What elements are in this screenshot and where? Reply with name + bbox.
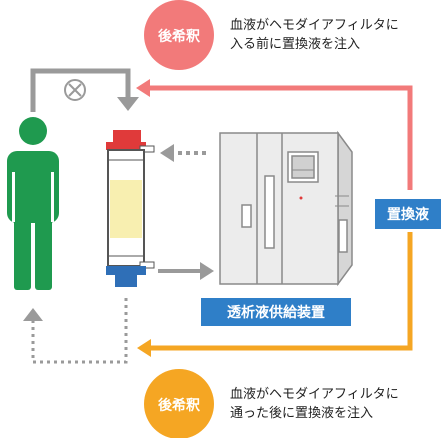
pre-dilution-desc-line1: 血液がヘモダイアフィルタに	[230, 18, 399, 33]
blood-out-arrowhead	[117, 97, 139, 111]
pre-dilution-desc-line2: 入る前に置換液を注入	[230, 37, 361, 52]
blood-return-arrowhead	[23, 308, 43, 321]
post-dilution-desc-line2: 通った後に置換液を注入	[230, 406, 374, 421]
dialysate-out-arrowhead	[200, 262, 214, 280]
machine-icon	[219, 130, 353, 287]
blood-out-line	[30, 68, 131, 112]
post-dilution-arrowhead	[137, 339, 151, 357]
dialysate-device-label: 透析液供給装置	[201, 298, 351, 326]
blood-return-line	[31, 298, 128, 364]
pre-dilution-arrowhead	[136, 79, 150, 97]
replacement-fluid-label: 置換液	[375, 199, 441, 229]
pre-dilution-badge	[144, 0, 214, 70]
pre-dilution-badge-text: 後希釈	[158, 29, 200, 45]
pre-dilution-flow-line	[147, 85, 413, 190]
post-dilution-badge	[144, 369, 214, 438]
dialysate-in-arrowhead	[160, 144, 174, 162]
hemodiafilter-icon	[106, 130, 155, 287]
post-dilution-flow-line	[148, 232, 413, 351]
post-dilution-desc-line1: 血液がヘモダイアフィルタに	[230, 387, 399, 402]
stop-icon	[64, 79, 86, 101]
post-dilution-badge-text: 後希釈	[158, 398, 200, 414]
person-icon	[7, 117, 59, 290]
